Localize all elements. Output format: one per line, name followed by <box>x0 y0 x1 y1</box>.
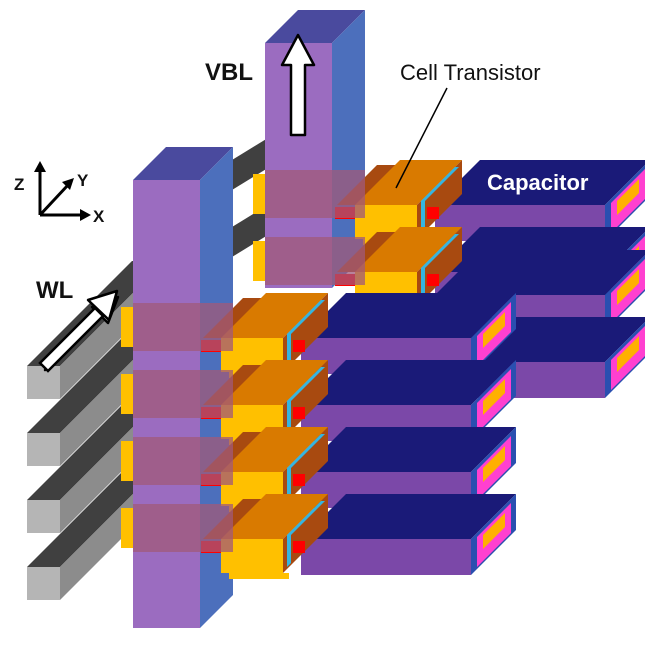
axis-indicator: Z Y X <box>14 161 105 226</box>
word-line-top <box>27 328 165 433</box>
cell-transistor-top <box>221 293 328 338</box>
front-layer <box>27 147 516 628</box>
y-axis-label: Y <box>77 171 89 190</box>
capacitor-dielectric <box>617 336 639 372</box>
capacitor-top <box>301 427 516 472</box>
capacitor-dielectric <box>483 312 505 348</box>
gate-edge <box>253 174 265 214</box>
capacitor-label: Capacitor <box>487 170 589 195</box>
word-line-front <box>27 500 60 533</box>
storage-contact <box>427 207 439 219</box>
storage-contact <box>293 474 305 486</box>
capacitor-top <box>435 250 645 295</box>
word-line-front <box>27 567 60 600</box>
storage-contact <box>293 340 305 352</box>
word-line-top <box>27 395 165 500</box>
word-line-top <box>27 462 165 567</box>
cell-transistor-side <box>283 360 328 439</box>
cell-transistor-ledge <box>229 573 289 579</box>
capacitor-dielectric <box>483 446 505 482</box>
cell-transistor-side <box>417 160 462 239</box>
y-arrow-head-icon <box>62 178 74 190</box>
x-axis-label: X <box>93 207 105 226</box>
x-arrow-head-icon <box>80 209 91 221</box>
gate-edge <box>121 307 133 347</box>
cell-transistor-side <box>417 227 462 306</box>
capacitor-dielectric <box>483 513 505 549</box>
liner <box>421 167 459 233</box>
storage-contact <box>293 541 305 553</box>
vbl-row-overlap <box>133 437 233 485</box>
cell-transistor-top <box>221 360 328 405</box>
vbl-label: VBL <box>205 59 253 86</box>
cell-transistor-label: Cell Transistor <box>400 60 541 85</box>
wl-arrow-head-icon <box>86 289 119 322</box>
z-axis-label: Z <box>14 175 24 194</box>
cell-transistor-side <box>283 293 328 372</box>
cell-transistor-top <box>221 494 328 539</box>
cell-transistor-side <box>283 494 328 573</box>
liner <box>287 300 325 366</box>
vertical-bit-line-front <box>265 43 332 288</box>
vbl-row-overlap <box>133 504 233 552</box>
vertical-bit-line-top <box>265 10 365 43</box>
cell-transistor <box>221 494 328 579</box>
vertical-bit-line-top <box>133 147 233 180</box>
word-line-front <box>27 433 60 466</box>
storage-contact <box>427 274 439 286</box>
gate-edge <box>253 241 265 281</box>
word-line-front <box>27 366 60 399</box>
gate-edge <box>121 374 133 414</box>
cell-transistor-top <box>221 427 328 472</box>
cell-transistor-top <box>355 160 462 205</box>
storage-contact <box>293 407 305 419</box>
capacitor <box>301 494 516 575</box>
liner <box>287 434 325 500</box>
wl-label: WL <box>36 277 73 304</box>
gate-edge <box>121 441 133 481</box>
cell-transistor-top <box>355 227 462 272</box>
y-axis-icon <box>38 183 70 217</box>
gate-edge <box>121 508 133 548</box>
z-arrow-head-icon <box>34 161 46 172</box>
capacitor-top <box>301 360 516 405</box>
capacitor-dielectric <box>617 179 639 215</box>
overlay <box>38 33 316 373</box>
capacitor-front <box>301 539 471 575</box>
capacitor-top <box>301 494 516 539</box>
capacitor-top <box>301 293 516 338</box>
capacitor-dielectric <box>617 269 639 305</box>
vbl-row-overlap <box>133 303 233 351</box>
cell-transistor-front <box>221 539 283 573</box>
cell-transistor-leader-line <box>395 87 448 189</box>
liner <box>287 501 325 567</box>
liner <box>287 367 325 433</box>
capacitor-top <box>435 160 645 205</box>
back-layer <box>232 10 645 398</box>
vbl-row-overlap <box>133 370 233 418</box>
capacitor-dielectric <box>483 379 505 415</box>
cell-transistor-side <box>283 427 328 506</box>
cell-transistor <box>221 293 328 378</box>
vbl-arrow-icon <box>280 33 316 137</box>
vbl-row-overlap <box>265 237 365 285</box>
vbl-row-overlap <box>265 170 365 218</box>
